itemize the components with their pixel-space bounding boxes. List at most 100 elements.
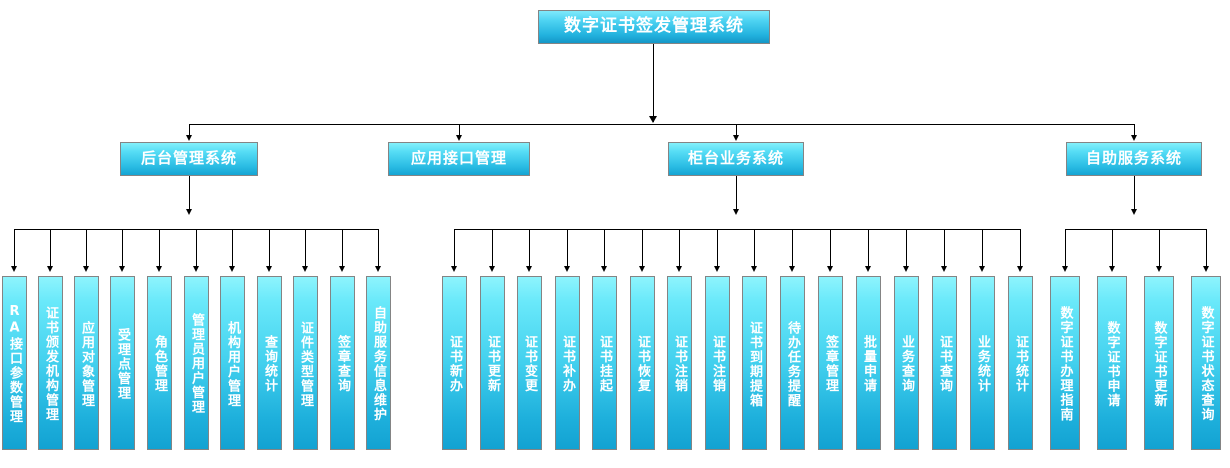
connector-g3-stem [736,176,737,210]
connector-arrow-lvl2-3 [1130,135,1137,141]
node-branch-backend[interactable]: 后台管理系统 [120,142,258,176]
connector-g3-drop-0 [454,229,455,267]
node-branch-selfservice[interactable]: 自助服务系统 [1066,142,1202,176]
node-leaf-backend-0[interactable]: RA接口参数管理 [2,276,27,450]
node-leaf-selfservice-2[interactable]: 数字证书更新 [1144,276,1174,450]
node-leaf-counter-0[interactable]: 证书新办 [442,276,467,450]
connector-g1-arrow-7 [265,266,272,272]
connector-g3-arrow-2 [525,266,532,272]
connector-arrow-lvl2-0 [185,135,192,141]
connector-g3-arrow-7 [713,266,720,272]
node-leaf-counter-9[interactable]: 待办任务提醒 [780,276,805,450]
connector-g4-drop-3 [1206,229,1207,267]
connector-g4-arrow-0 [1061,266,1068,272]
node-leaf-counter-2[interactable]: 证书变更 [517,276,542,450]
connector-g3-arrow-6 [675,266,682,272]
node-branch-backend-label: 后台管理系统 [140,149,237,168]
connector-g1-drop-8 [305,229,306,267]
node-leaf-backend-0-label: RA接口参数管理 [7,304,22,424]
node-leaf-counter-8[interactable]: 证书到期提箱 [742,276,767,450]
node-leaf-backend-5[interactable]: 管理员用户管理 [184,276,209,450]
connector-drop-lvl2-0 [189,124,190,136]
node-leaf-counter-4[interactable]: 证书挂起 [592,276,617,450]
node-branch-counter[interactable]: 柜台业务系统 [668,142,804,176]
node-leaf-selfservice-0[interactable]: 数字证书办理指南 [1050,276,1080,450]
node-leaf-counter-10[interactable]: 签章管理 [818,276,843,450]
connector-g1-drop-4 [159,229,160,267]
node-root[interactable]: 数字证书签发管理系统 [538,10,770,44]
connector-g4-stem [1134,176,1135,210]
connector-g3-arrow-11 [864,266,871,272]
node-leaf-backend-2[interactable]: 应用对象管理 [74,276,99,450]
connector-g3-drop-7 [717,229,718,267]
node-leaf-backend-5-label: 管理员用户管理 [189,313,204,415]
connector-g1-arrow-2 [82,266,89,272]
connector-g1-arrow-5 [192,266,199,272]
connector-arrow-lvl2-2 [732,135,739,141]
node-leaf-counter-6[interactable]: 证书注销 [667,276,692,450]
connector-g3-arrow-0 [450,266,457,272]
connector-g3-drop-9 [792,229,793,267]
node-leaf-backend-3[interactable]: 受理点管理 [110,276,135,450]
node-leaf-backend-3-label: 受理点管理 [115,327,130,401]
node-leaf-counter-7[interactable]: 证书注销 [705,276,730,450]
connector-g3-drop-2 [529,229,530,267]
node-leaf-counter-14-label: 业务统计 [975,335,990,393]
connector-g3-stem-arrow [732,209,739,215]
node-leaf-counter-1[interactable]: 证书更新 [480,276,505,450]
node-leaf-counter-5[interactable]: 证书恢复 [630,276,655,450]
node-leaf-counter-8-label: 证书到期提箱 [747,320,762,408]
connector-g1-stem [189,176,190,210]
connector-root-arrow [649,116,657,123]
node-leaf-counter-12[interactable]: 业务查询 [894,276,919,450]
connector-g3-arrow-4 [600,266,607,272]
node-leaf-backend-8-label: 证件类型管理 [298,320,313,408]
connector-g1-drop-10 [378,229,379,267]
node-leaf-backend-10[interactable]: 自助服务信息维护 [366,276,391,450]
node-leaf-counter-11[interactable]: 批量申请 [856,276,881,450]
connector-g4-drop-2 [1159,229,1160,267]
node-leaf-backend-1[interactable]: 证书颁发机构管理 [38,276,63,450]
node-leaf-counter-1-label: 证书更新 [485,335,500,393]
connector-g1-drop-5 [196,229,197,267]
node-leaf-counter-15-label: 证书统计 [1013,335,1028,393]
node-leaf-counter-3-label: 证书补办 [560,335,575,393]
connector-g1-arrow-10 [374,266,381,272]
node-leaf-counter-7-label: 证书注销 [710,335,725,393]
node-leaf-selfservice-0-label: 数字证书办理指南 [1057,306,1073,422]
node-leaf-backend-2-label: 应用对象管理 [79,320,94,408]
node-leaf-counter-15[interactable]: 证书统计 [1008,276,1033,450]
node-leaf-backend-6[interactable]: 机构用户管理 [220,276,245,450]
connector-g3-drop-15 [1020,229,1021,267]
connector-g3-drop-3 [567,229,568,267]
node-leaf-backend-4[interactable]: 角色管理 [147,276,172,450]
node-leaf-counter-3[interactable]: 证书补办 [555,276,580,450]
connector-g1-drop-9 [342,229,343,267]
node-leaf-counter-12-label: 业务查询 [899,335,914,393]
connector-g3-arrow-8 [750,266,757,272]
connector-drop-lvl2-3 [1134,124,1135,136]
node-leaf-backend-8[interactable]: 证件类型管理 [293,276,318,450]
connector-g4-arrow-1 [1108,266,1115,272]
connector-g3-drop-6 [679,229,680,267]
node-branch-api[interactable]: 应用接口管理 [388,142,530,176]
connector-g4-stem-arrow [1130,209,1137,215]
node-leaf-selfservice-1[interactable]: 数字证书申请 [1097,276,1127,450]
connector-g3-drop-8 [754,229,755,267]
node-leaf-backend-9[interactable]: 签章查询 [330,276,355,450]
node-leaf-backend-9-label: 签章查询 [335,335,350,393]
connector-g1-drop-7 [269,229,270,267]
connector-g3-arrow-13 [940,266,947,272]
connector-g1-drop-6 [232,229,233,267]
node-leaf-selfservice-3[interactable]: 数字证书状态查询 [1191,276,1221,450]
node-leaf-counter-14[interactable]: 业务统计 [970,276,995,450]
connector-g3-drop-13 [944,229,945,267]
node-branch-selfservice-label: 自助服务系统 [1085,149,1182,168]
node-leaf-counter-13[interactable]: 证书查询 [932,276,957,450]
connector-g3-arrow-15 [1016,266,1023,272]
connector-level2-bus [189,124,1134,125]
connector-g1-drop-2 [86,229,87,267]
connector-g1-arrow-4 [155,266,162,272]
node-leaf-backend-7[interactable]: 查询统计 [257,276,282,450]
